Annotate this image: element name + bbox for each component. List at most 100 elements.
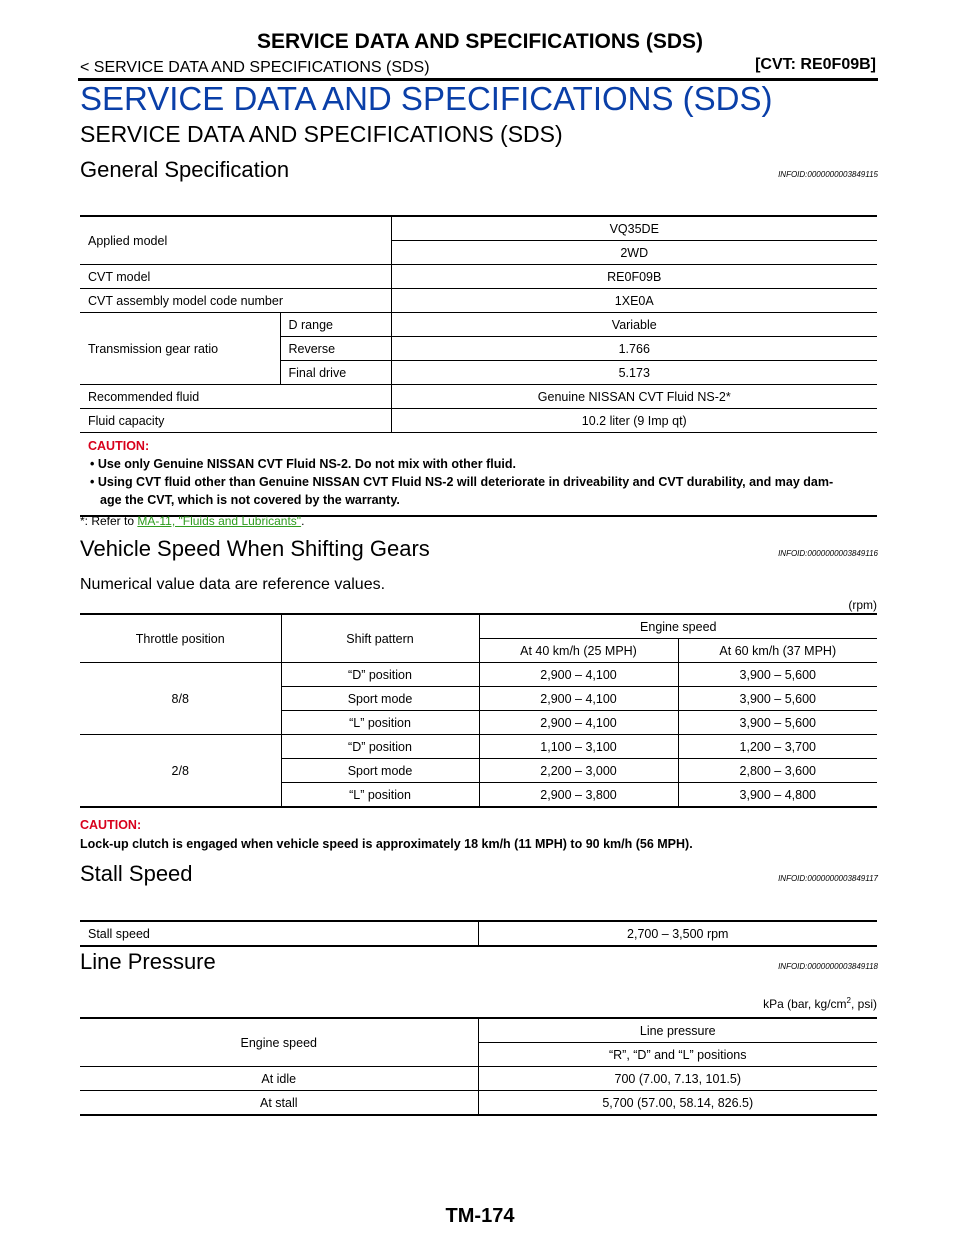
speed-40: 1,100 – 3,100 <box>479 734 679 759</box>
table-row: Transmission gear ratio D range Variable <box>80 312 877 385</box>
table-row: At 40 km/h (25 MPH) At 60 km/h (37 MPH) <box>80 638 878 663</box>
table-row: Final drive 5.173 <box>80 360 877 385</box>
speed-60: 3,900 – 5,600 <box>678 710 878 735</box>
cvt-model-label: CVT model <box>80 264 392 289</box>
shift-intro: Numerical value data are reference value… <box>80 576 386 593</box>
caution-item: • Using CVT fluid other than Genuine NIS… <box>90 475 834 489</box>
line-pressure-value: 5,700 (57.00, 58.14, 826.5) <box>602 1095 754 1110</box>
gear-ratio-label: Transmission gear ratio <box>80 312 281 385</box>
line-pressure-table: Engine speed Line pressure “R”, “D” and … <box>80 1017 877 1116</box>
throttle-value: 2/8 <box>80 734 282 807</box>
model-code-label: CVT assembly model code number <box>80 288 392 313</box>
pattern-value: “D” position <box>281 662 480 687</box>
line-pressure-infoid: INFOID:0000000003849118 <box>778 962 878 971</box>
col-positions: “R”, “D” and “L” positions <box>478 1042 877 1067</box>
model-tag: [CVT: RE0F09B] <box>755 56 876 73</box>
table-row: Engine speed Line pressure <box>80 1018 877 1067</box>
table-row: Throttle position Shift pattern Engine s… <box>80 614 878 663</box>
table-row: 2/8 “D” position 1,100 – 3,100 1,200 – 3… <box>80 734 878 807</box>
engine-value: VQ35DE <box>391 216 877 241</box>
stall-label: Stall speed <box>80 921 479 946</box>
speed-40: 2,900 – 3,800 <box>479 782 679 807</box>
engine-speed-value: At idle <box>80 1066 479 1091</box>
table-row: Fluid capacity 10.2 liter (9 Imp qt) <box>80 408 877 433</box>
capacity-label: Fluid capacity <box>80 408 392 433</box>
ratio-name: D range <box>280 312 392 337</box>
speed-60: 3,900 – 5,600 <box>678 662 878 687</box>
speed-60: 2,800 – 3,600 <box>678 758 878 783</box>
col-throttle: Throttle position <box>80 614 282 663</box>
speed-40: 2,900 – 4,100 <box>479 710 679 735</box>
line-pressure-value: 700 (7.00, 7.13, 101.5) <box>478 1066 877 1091</box>
speed-60: 1,200 – 3,700 <box>678 734 878 759</box>
shift-speed-infoid: INFOID:0000000003849116 <box>778 549 878 558</box>
table-row: 8/8 “D” position 2,900 – 4,100 3,900 – 5… <box>80 662 878 735</box>
fluids-lubricants-link[interactable]: MA-11, "Fluids and Lubricants" <box>137 514 302 528</box>
applied-model-label: Applied model <box>80 216 392 265</box>
table-row: At idle 700 (7.00, 7.13, 101.5) <box>80 1066 877 1091</box>
pattern-value: “L” position <box>281 782 480 807</box>
general-spec-table: Applied model VQ35DE 2WD CVT model RE0F0… <box>80 215 877 517</box>
pattern-value: “D” position <box>281 734 480 759</box>
throttle-value: 8/8 <box>80 662 282 735</box>
fluid-value: Genuine NISSAN CVT Fluid NS-2* <box>391 384 877 409</box>
pattern-value: Sport mode <box>281 686 480 711</box>
caution-box: CAUTION: • Use only Genuine NISSAN CVT F… <box>80 432 877 517</box>
model-code-value: 1XE0A <box>391 288 877 313</box>
col-60kmh: At 60 km/h (37 MPH) <box>678 638 878 663</box>
header-rule <box>78 78 878 81</box>
speed-60: 3,900 – 5,600 <box>678 686 878 711</box>
table-row: CVT model RE0F09B <box>80 264 877 289</box>
table-row: Reverse 1.766 <box>80 336 877 361</box>
stall-value: 2,700 – 3,500 rpm <box>627 926 729 941</box>
table-row: Recommended fluid Genuine NISSAN CVT Flu… <box>80 384 877 409</box>
speed-40: 2,900 – 4,100 <box>479 662 679 687</box>
table-row: Applied model VQ35DE <box>80 216 877 265</box>
shift-speed-table: Throttle position Shift pattern Engine s… <box>80 613 878 808</box>
caution-item: • Use only Genuine NISSAN CVT Fluid NS-2… <box>90 457 516 471</box>
fluid-label: Recommended fluid <box>80 384 392 409</box>
table-row: Stall speed 2,700 – 3,500 rpm <box>80 921 877 946</box>
section-title: SERVICE DATA AND SPECIFICATIONS (SDS) <box>80 121 563 147</box>
caution-item-continued: age the CVT, which is not covered by the… <box>100 493 400 507</box>
engine-speed-value: At stall <box>80 1090 479 1115</box>
ratio-name: Final drive <box>280 360 392 385</box>
ratio-value: 1.766 <box>391 336 877 361</box>
table-row: Sport mode 2,900 – 4,100 3,900 – 5,600 <box>80 686 878 711</box>
shift-unit: (rpm) <box>848 598 877 612</box>
cvt-model-value: RE0F09B <box>391 264 877 289</box>
speed-40: 2,200 – 3,000 <box>479 758 679 783</box>
caution-row: CAUTION: • Use only Genuine NISSAN CVT F… <box>80 432 877 517</box>
col-engine-speed: Engine speed <box>479 614 878 639</box>
bullet: • <box>90 457 98 471</box>
drive-value: 2WD <box>391 240 877 265</box>
running-header-title: SERVICE DATA AND SPECIFICATIONS (SDS) <box>256 30 704 53</box>
table-row: At stall 5,700 (57.00, 58.14, 826.5) <box>80 1090 877 1115</box>
table-row: 2WD <box>80 240 877 265</box>
caution-label: CAUTION: <box>88 439 150 453</box>
general-spec-infoid: INFOID:0000000003849115 <box>778 170 878 179</box>
col-line-pressure: Line pressure <box>478 1018 877 1043</box>
line-pressure-heading: Line Pressure <box>80 949 216 974</box>
stall-speed-heading: Stall Speed <box>80 861 193 886</box>
col-pattern: Shift pattern <box>281 614 480 663</box>
ratio-value: Variable <box>391 312 877 337</box>
table-row: CVT assembly model code number 1XE0A <box>80 288 877 313</box>
ratio-name: Reverse <box>280 336 392 361</box>
shift-caution-text: Lock-up clutch is engaged when vehicle s… <box>80 837 693 851</box>
stall-speed-infoid: INFOID:0000000003849117 <box>778 874 878 883</box>
bullet: • <box>90 475 98 489</box>
table-row: “R”, “D” and “L” positions <box>80 1042 877 1067</box>
breadcrumb: < SERVICE DATA AND SPECIFICATIONS (SDS) <box>80 59 430 76</box>
shift-speed-heading: Vehicle Speed When Shifting Gears <box>80 536 430 561</box>
pattern-value: “L” position <box>281 710 480 735</box>
table-row: “L” position 2,900 – 4,100 3,900 – 5,600 <box>80 710 878 735</box>
shift-caution-label: CAUTION: <box>80 818 142 832</box>
line-pressure-unit: kPa (bar, kg/cm2, psi) <box>763 996 877 1011</box>
table-row: “L” position 2,900 – 3,800 3,900 – 4,800 <box>80 782 877 807</box>
table-row: Sport mode 2,200 – 3,000 2,800 – 3,600 <box>80 758 878 783</box>
pattern-value: Sport mode <box>281 758 480 783</box>
capacity-value: 10.2 liter (9 Imp qt) <box>391 408 877 433</box>
speed-40: 2,900 – 4,100 <box>479 686 679 711</box>
speed-60: 3,900 – 4,800 <box>739 787 816 802</box>
